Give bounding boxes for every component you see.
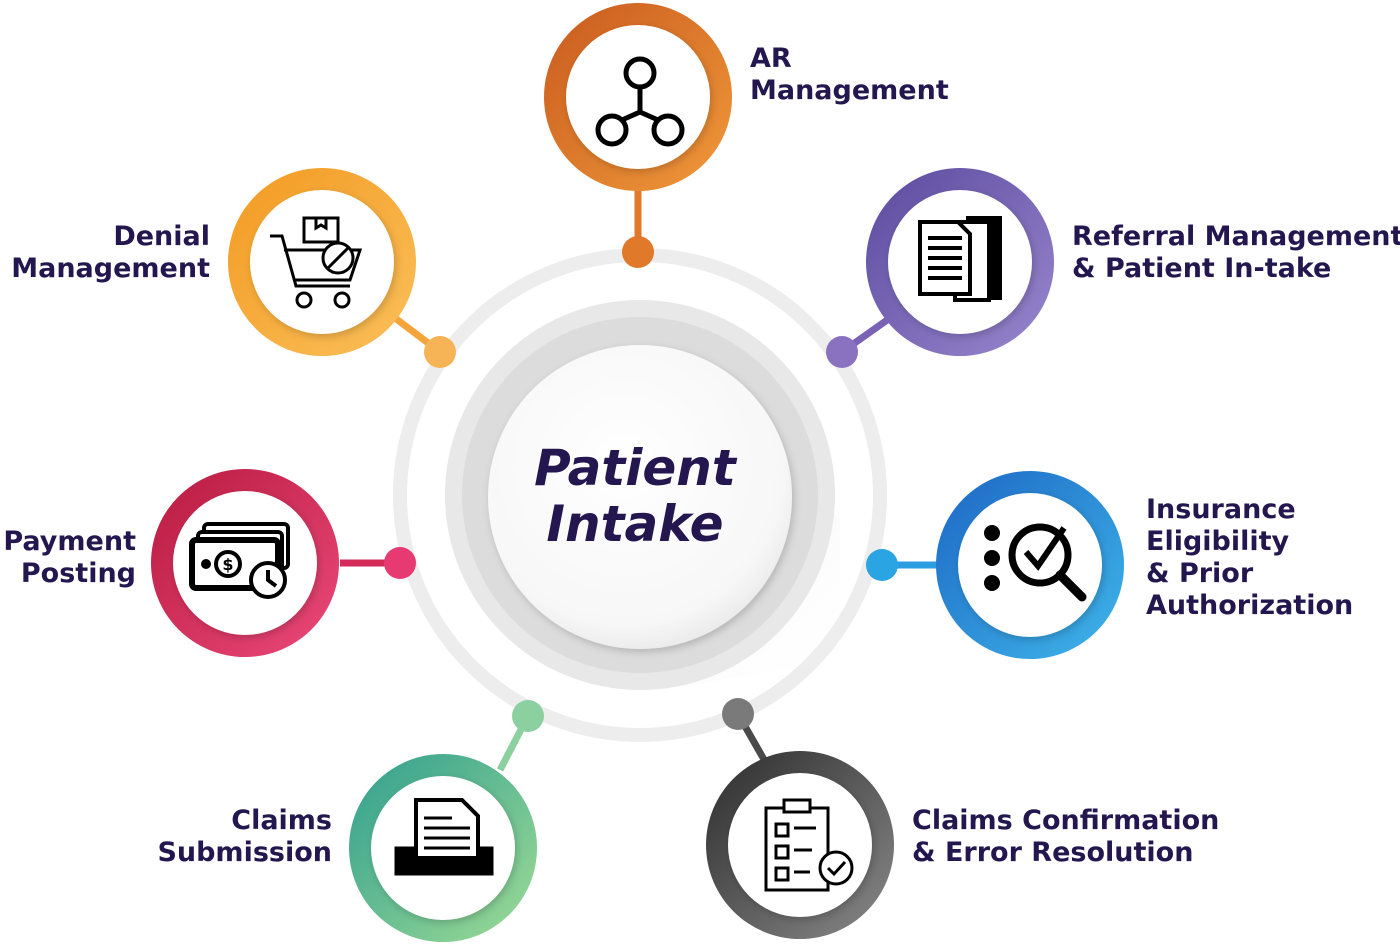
dot-ar: [622, 236, 654, 268]
center-disc: [445, 300, 840, 690]
label-referral[interactable]: Referral Management & Patient In-take: [1072, 221, 1400, 285]
cart-denied-icon: [270, 216, 363, 309]
node-claims-confirmation[interactable]: [706, 751, 894, 939]
label-claims-submission[interactable]: Claims Submission: [157, 805, 332, 869]
label-referral-line-2: & Patient In-take: [1072, 253, 1332, 284]
node-referral[interactable]: [866, 168, 1054, 356]
label-payment-line-1: Payment: [3, 526, 136, 557]
label-denial-line-1: Denial: [113, 221, 210, 252]
clipboard-checklist-icon: [764, 798, 854, 892]
dot-payment: [384, 547, 416, 579]
dot-claims-confirmation: [722, 698, 754, 730]
label-ar[interactable]: AR Management: [750, 43, 949, 107]
label-insurance-line-1: Insurance: [1146, 494, 1296, 525]
label-claims-submission-line-1: Claims: [231, 805, 332, 836]
search-check-icon: [984, 523, 1087, 602]
label-claims-confirmation-line-2: & Error Resolution: [912, 837, 1194, 868]
svg-text:$: $: [222, 555, 233, 574]
center-title-line-2: Intake: [546, 495, 724, 553]
label-denial-line-2: Management: [11, 253, 210, 284]
label-payment-line-2: Posting: [20, 558, 136, 589]
label-denial[interactable]: Denial Management: [11, 221, 210, 285]
node-denial[interactable]: [228, 168, 416, 356]
dot-insurance: [866, 549, 898, 581]
cash-clock-icon: $: [189, 522, 290, 599]
label-ar-line-2: Management: [750, 75, 949, 106]
label-claims-confirmation[interactable]: Claims Confirmation & Error Resolution: [912, 805, 1219, 869]
document-printer-icon: [394, 798, 494, 876]
center-title: Patient Intake: [490, 440, 780, 552]
node-insurance[interactable]: [936, 471, 1124, 659]
center-title-line-1: Patient: [534, 439, 736, 497]
label-insurance-line-2: Eligibility: [1146, 526, 1290, 557]
label-referral-line-1: Referral Management: [1072, 221, 1400, 252]
dot-referral: [826, 336, 858, 368]
label-claims-submission-line-2: Submission: [157, 837, 332, 868]
node-ar[interactable]: [544, 3, 732, 191]
node-payment[interactable]: $: [151, 469, 339, 657]
label-insurance-line-3: & Prior: [1146, 558, 1254, 589]
node-claims-submission[interactable]: [349, 754, 537, 942]
network-nodes-icon: [595, 56, 685, 147]
label-payment[interactable]: Payment Posting: [3, 526, 136, 590]
label-insurance[interactable]: Insurance Eligibility & Prior Authorizat…: [1146, 494, 1353, 622]
label-claims-confirmation-line-1: Claims Confirmation: [912, 805, 1220, 836]
dot-denial: [424, 336, 456, 368]
dot-claims-submission: [512, 700, 544, 732]
label-insurance-line-4: Authorization: [1146, 590, 1354, 621]
documents-icon: [918, 216, 1002, 302]
label-ar-line-1: AR: [750, 43, 792, 74]
